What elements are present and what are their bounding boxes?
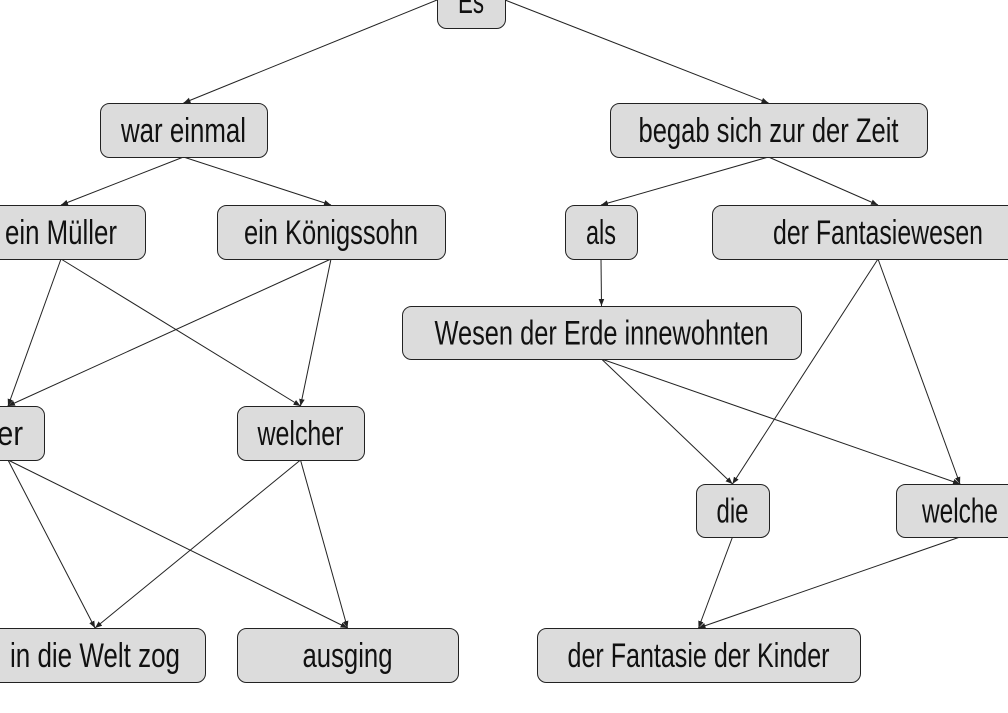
node-als[interactable]: als [565, 205, 638, 260]
node-wesen[interactable]: Wesen der Erde innewohnten [402, 306, 802, 360]
node-welt[interactable]: in die Welt zog [0, 628, 206, 683]
edge-es-to-begab [504, 0, 769, 104]
node-box [537, 628, 861, 683]
edge-begab-to-als [600, 156, 769, 206]
edge-der-to-ausging [7, 459, 348, 629]
node-box [0, 205, 146, 260]
node-fantasiewesen[interactable]: der Fantasiewesen [712, 205, 1008, 260]
edge-mueller-to-welcher [60, 258, 301, 407]
node-begab[interactable]: begab sich zur der Zeit [610, 103, 928, 158]
edge-begab-to-fantasiewesen [768, 156, 879, 206]
node-es[interactable]: Es [437, 0, 506, 29]
node-war[interactable]: war einmal [100, 103, 268, 158]
edge-der-to-welt [7, 459, 96, 629]
edge-welcher-to-welt [94, 459, 301, 629]
node-welcher[interactable]: welcher [237, 406, 365, 461]
edge-mueller-to-der [7, 258, 62, 407]
edge-es-to-war [183, 0, 438, 104]
node-label: ein Müller [5, 214, 117, 252]
node-label: die [717, 493, 749, 531]
node-ausging[interactable]: ausging [237, 628, 459, 683]
node-die[interactable]: die [696, 484, 770, 538]
edge-fantasiewesen-to-welche [877, 258, 961, 485]
node-label: der Fantasie der Kinder [568, 637, 830, 675]
node-label: als [586, 214, 616, 252]
node-label: war einmal [120, 112, 246, 150]
node-der[interactable]: der [0, 406, 45, 461]
edge-wesen-to-die [601, 358, 733, 485]
edge-welcher-to-ausging [300, 459, 349, 629]
node-label: der Fantasiewesen [773, 214, 983, 252]
edge-wesen-to-welche [601, 358, 961, 485]
node-box [0, 406, 45, 461]
node-box [565, 205, 638, 260]
node-kinder[interactable]: der Fantasie der Kinder [537, 628, 861, 683]
node-box [696, 484, 770, 538]
node-label: welche [921, 493, 998, 531]
node-box [896, 484, 1008, 538]
node-box [0, 628, 206, 683]
node-box [712, 205, 1008, 260]
node-label: Es [458, 0, 484, 21]
edge-koenig-to-welcher [299, 258, 332, 407]
node-label: welcher [257, 415, 344, 453]
node-label: der [0, 415, 23, 453]
node-label: ein Königssohn [244, 214, 418, 252]
node-label: in die Welt zog [10, 637, 180, 675]
node-label: ausging [303, 637, 393, 675]
node-box [237, 628, 459, 683]
edge-die-to-kinder [698, 536, 733, 629]
node-label: Wesen der Erde innewohnten [435, 315, 769, 353]
edge-fantasiewesen-to-die [732, 258, 879, 485]
node-box [237, 406, 365, 461]
edge-als-to-wesen [598, 258, 605, 307]
edge-koenig-to-der [7, 258, 332, 407]
node-box [100, 103, 268, 158]
node-welche[interactable]: welche [896, 484, 1008, 538]
node-label: begab sich zur der Zeit [639, 112, 899, 150]
node-box [610, 103, 928, 158]
edge-welche-to-kinder [698, 536, 961, 629]
edge-war-to-koenig [183, 156, 332, 206]
node-box [437, 0, 506, 29]
node-box [217, 205, 446, 260]
node-mueller[interactable]: ein Müller [0, 205, 146, 260]
edge-war-to-mueller [60, 156, 184, 206]
node-koenig[interactable]: ein Königssohn [217, 205, 446, 260]
node-box [402, 306, 802, 360]
